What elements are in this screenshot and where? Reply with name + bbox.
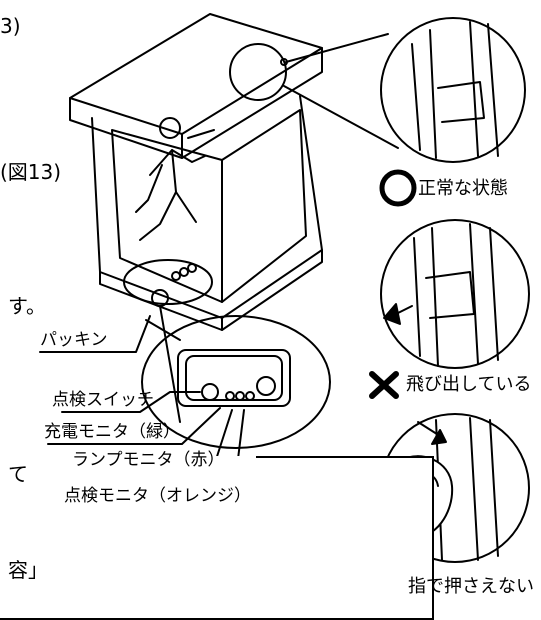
left-fragment: す。 (8, 294, 46, 318)
protruding-label: 飛び出している (406, 374, 532, 395)
box-fragment-2: 容」 (8, 558, 48, 582)
detail-protruding (380, 219, 530, 369)
normal-state-label: 正常な状態 (418, 178, 508, 199)
detail-normal (380, 17, 526, 163)
box-fragment-1: て (8, 462, 28, 486)
lamp-monitor-label: ランプモニタ（赤） (72, 450, 225, 470)
packing-label: パッキン (40, 330, 108, 350)
test-monitor-label: 点検モニタ（オレンジ） (64, 486, 251, 506)
running-man-pictogram (135, 117, 215, 241)
figure-label: (図13) (0, 160, 62, 184)
note-box-cover (0, 456, 256, 596)
no-finger-label: 指で押さえない (408, 576, 534, 597)
top-fragment: 3) (0, 14, 21, 38)
charge-monitor-label: 充電モニタ（緑） (44, 422, 180, 442)
exit-sign-body (91, 95, 323, 331)
test-switch-label: 点検スイッチ (52, 390, 154, 410)
control-panel-magnifier (141, 305, 331, 449)
